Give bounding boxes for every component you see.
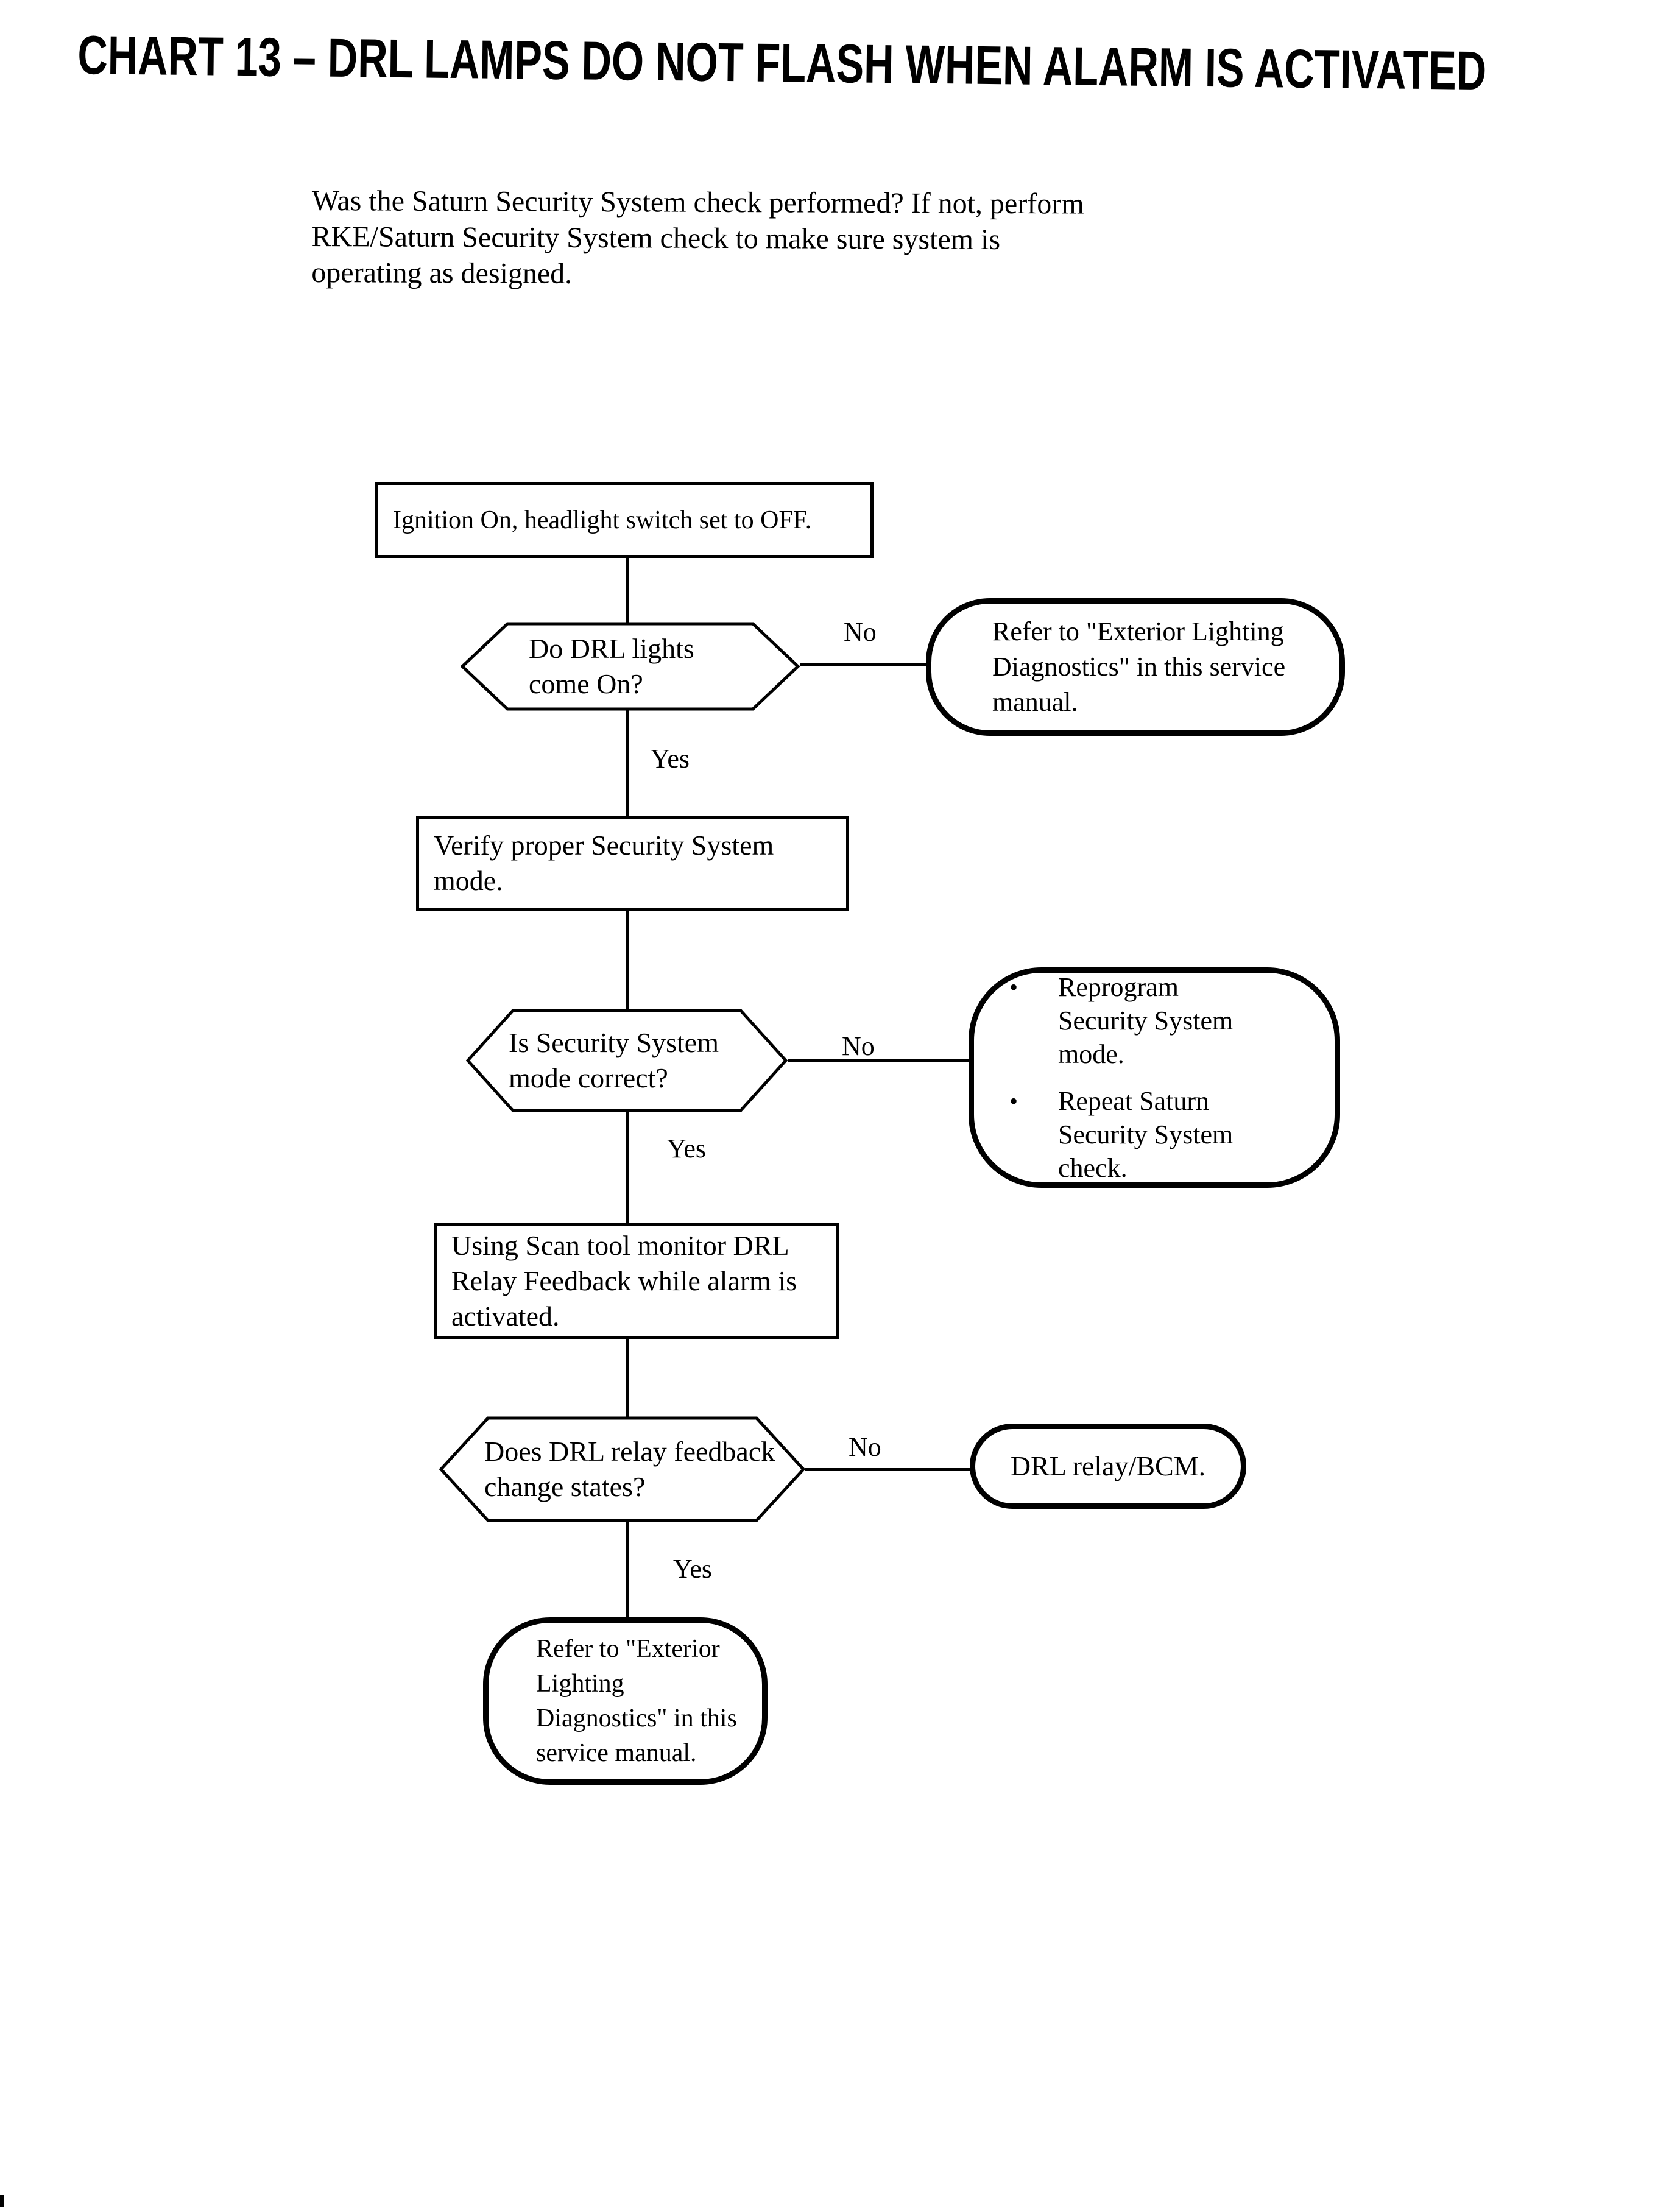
terminal-label: DRL relay/BCM.: [1010, 1450, 1206, 1481]
bullet-label-line: Security System: [1058, 1006, 1234, 1036]
process-box-label-line: mode.: [434, 865, 503, 896]
intro-line: operating as designed.: [311, 256, 573, 290]
bullet-label-line: Security System: [1058, 1120, 1234, 1149]
terminal-label-line: Diagnostics" in this service: [992, 652, 1286, 682]
terminal-label-line: Refer to "Exterior Lighting: [992, 616, 1284, 646]
connector-ignition-to-decision1: [626, 557, 629, 625]
process-box-label-line: activated.: [451, 1301, 560, 1332]
terminal-label-line: Diagnostics" in this: [536, 1704, 737, 1732]
bullet-icon: •: [1009, 973, 1018, 1001]
branch-label-no: No: [842, 1031, 875, 1061]
connector-step3-to-decision3: [626, 1338, 629, 1419]
terminal-drl-relay-bcm: DRL relay/BCM.: [970, 1424, 1246, 1509]
bullet-label-line: mode.: [1058, 1039, 1124, 1069]
connector-decision3-no: [805, 1468, 972, 1471]
decision-do-drl-lights-come-on: Do DRL lights come On?: [461, 622, 800, 711]
process-box-label: Ignition On, headlight switch set to OFF…: [393, 506, 812, 534]
connector-decision2-no: [788, 1059, 971, 1062]
decision-label-line: Is Security System: [509, 1027, 719, 1058]
decision-drl-relay-feedback: Does DRL relay feedback change states?: [439, 1416, 805, 1522]
bullet-icon: •: [1009, 1087, 1018, 1115]
bullet-label-line: Repeat Saturn: [1058, 1086, 1210, 1116]
terminal-refer-exterior-lighting-1: Refer to "Exterior Lighting Diagnostics"…: [926, 598, 1345, 736]
terminal-label-line: Lighting: [536, 1669, 624, 1698]
bullet-item: • Repeat Saturn Security System check.: [974, 1084, 1335, 1185]
connector-decision1-to-step2: [626, 710, 629, 818]
decision-label-line: change states?: [484, 1471, 646, 1502]
decision-label: Is Security System mode correct?: [509, 1009, 719, 1112]
connector-decision1-no: [800, 663, 928, 666]
terminal-label-line: service manual.: [536, 1739, 697, 1767]
branch-label-yes: Yes: [667, 1134, 707, 1163]
branch-label-yes: Yes: [673, 1554, 713, 1584]
scan-artifact: [0, 2195, 4, 2207]
process-box-label-line: Verify proper Security System: [434, 830, 774, 861]
bullet-label-line: check.: [1058, 1153, 1128, 1183]
decision-security-mode-correct: Is Security System mode correct?: [466, 1009, 788, 1112]
process-box-ignition-on: Ignition On, headlight switch set to OFF…: [375, 482, 874, 558]
decision-label-line: Does DRL relay feedback: [484, 1436, 775, 1467]
terminal-label-line: manual.: [992, 687, 1078, 717]
decision-label-line: come On?: [529, 668, 643, 699]
connector-decision2-to-step3: [626, 1111, 629, 1226]
decision-label-line: mode correct?: [509, 1062, 668, 1093]
terminal-reprogram-repeat: • Reprogram Security System mode. • Repe…: [969, 967, 1340, 1188]
connector-step2-to-decision2: [626, 909, 629, 1012]
branch-label-no: No: [844, 617, 877, 647]
intro-paragraph: Was the Saturn Security System check per…: [311, 183, 1084, 294]
terminal-refer-exterior-lighting-2: Refer to "Exterior Lighting Diagnostics"…: [483, 1617, 768, 1785]
decision-label-line: Do DRL lights: [529, 633, 694, 664]
connector-decision3-to-terminal4: [626, 1521, 629, 1623]
process-box-verify-security-mode: Verify proper Security System mode.: [416, 816, 849, 911]
branch-label-no: No: [849, 1432, 881, 1462]
bullet-item: • Reprogram Security System mode.: [974, 970, 1335, 1071]
process-box-label-line: Relay Feedback while alarm is: [451, 1265, 797, 1296]
decision-label: Does DRL relay feedback change states?: [484, 1416, 775, 1522]
branch-label-yes: Yes: [651, 744, 690, 774]
process-box-label-line: Using Scan tool monitor DRL: [451, 1230, 789, 1261]
terminal-label-line: Refer to "Exterior: [536, 1634, 720, 1663]
hexagon-shape: [439, 1416, 805, 1522]
intro-line: RKE/Saturn Security System check to make…: [311, 220, 1001, 256]
hexagon-shape: [461, 622, 800, 711]
process-box-scan-tool-monitor: Using Scan tool monitor DRL Relay Feedba…: [434, 1223, 839, 1339]
page-title: CHART 13 – DRL LAMPS DO NOT FLASH WHEN A…: [77, 24, 1487, 102]
intro-line: Was the Saturn Security System check per…: [311, 184, 1084, 221]
bullet-label-line: Reprogram: [1058, 972, 1179, 1002]
hexagon-shape: [466, 1009, 788, 1112]
decision-label: Do DRL lights come On?: [529, 622, 694, 711]
